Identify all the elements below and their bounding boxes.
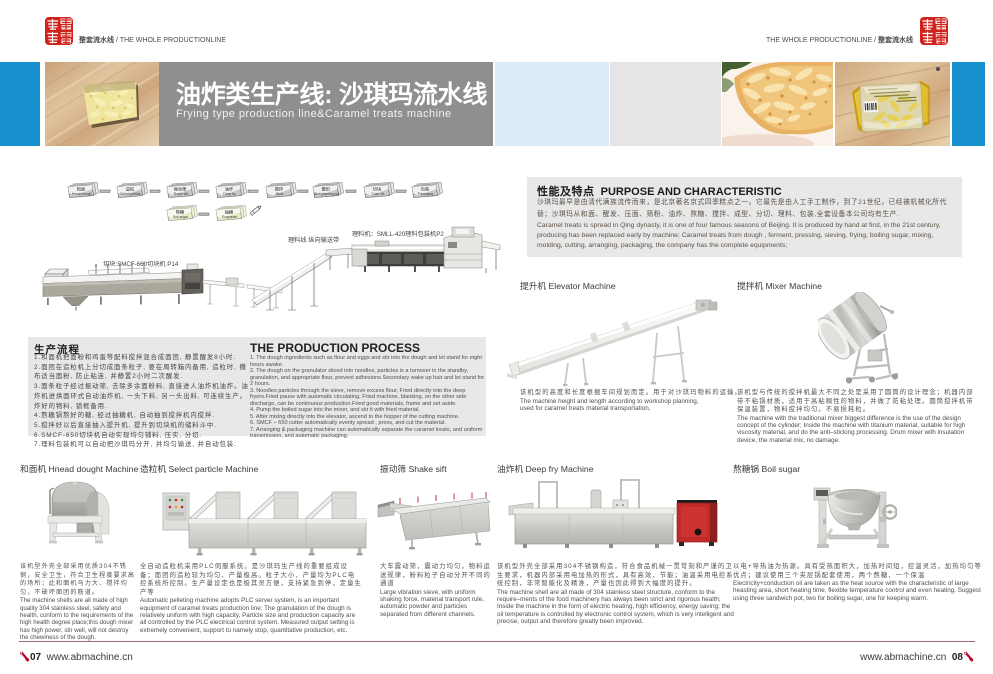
svg-text:理料线 纵向输送带: 理料线 纵向输送带 <box>288 236 339 244</box>
svg-text:Mixer: Mixer <box>276 192 285 196</box>
svg-text:Hnead dough: Hnead dough <box>72 192 92 196</box>
svg-text:Packaging: Packaging <box>418 192 434 196</box>
svg-text:造粒: 造粒 <box>126 186 134 193</box>
svg-text:Boil sugar: Boil sugar <box>173 215 189 219</box>
svg-text:搅拌: 搅拌 <box>275 186 284 193</box>
svg-text:Evaporate: Evaporate <box>222 215 237 219</box>
svg-text:油炸: 油炸 <box>225 186 234 193</box>
svg-text:熬糖: 熬糖 <box>176 209 185 216</box>
svg-text:抽糖: 抽糖 <box>225 209 234 216</box>
svg-text:切块: 切块 <box>373 186 382 193</box>
svg-text:和面: 和面 <box>77 186 85 193</box>
svg-text:切块:SMCF-660切块机 P14: 切块:SMCF-660切块机 P14 <box>103 260 179 268</box>
svg-text:Shake sift: Shake sift <box>173 192 188 196</box>
svg-text:振动筛: 振动筛 <box>174 186 187 193</box>
svg-text:Deep fry: Deep fry <box>223 192 236 196</box>
svg-text:整形: 整形 <box>322 186 331 193</box>
svg-text:Select particle: Select particle <box>120 192 141 196</box>
svg-text:Straightening out: Straightening out <box>314 192 339 196</box>
svg-text:理料机：SMLL-420理料包装机P2: 理料机：SMLL-420理料包装机P2 <box>352 230 444 238</box>
svg-text:Cuse off: Cuse off <box>371 192 383 196</box>
svg-text:包装: 包装 <box>421 186 430 193</box>
